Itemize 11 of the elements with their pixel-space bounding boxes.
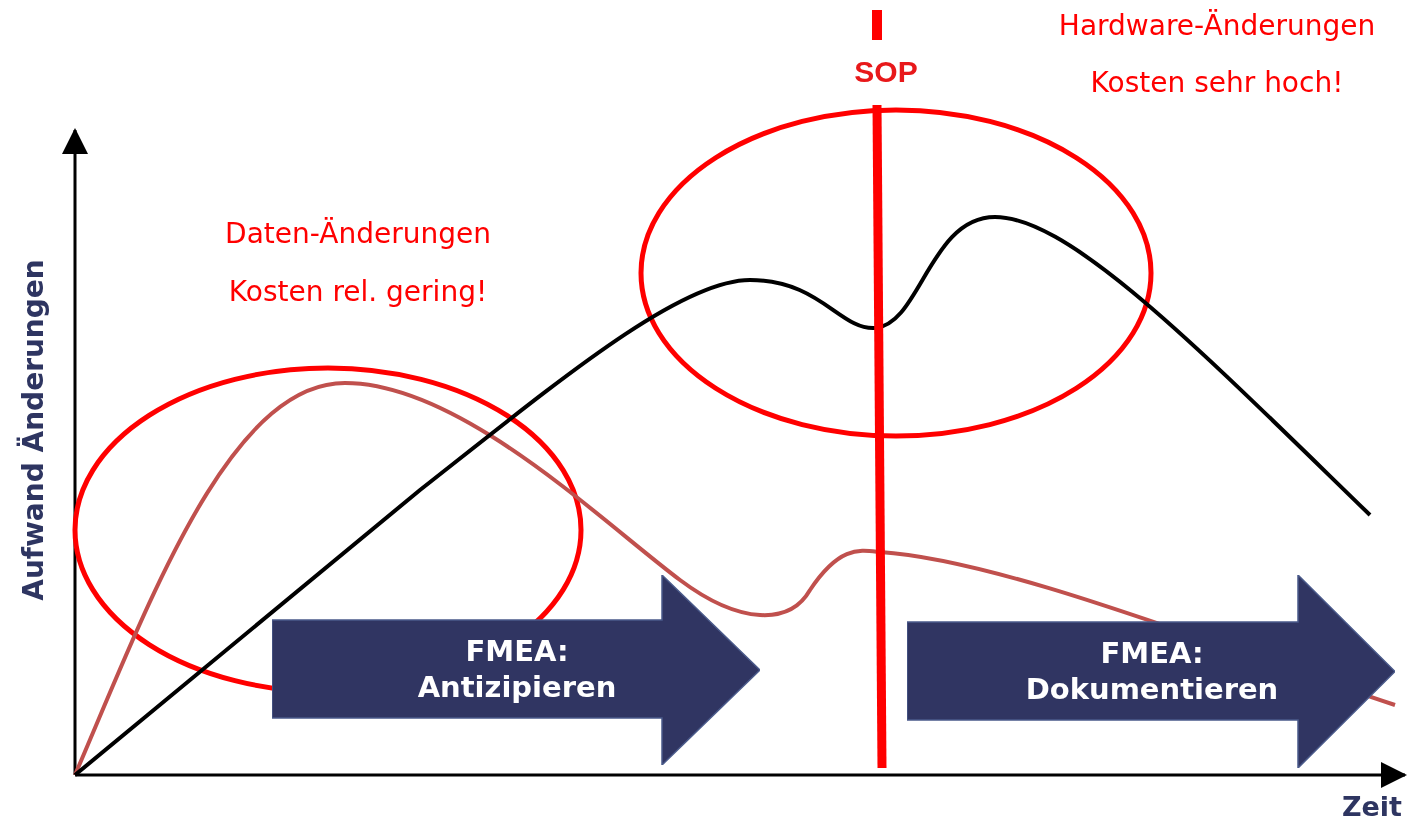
arrow-label: FMEA: Antizipieren: [416, 633, 618, 705]
axis-title: Zeit: [1341, 790, 1403, 822]
milestone-label: SOP: [854, 55, 918, 89]
block-arrow: [272, 575, 760, 765]
axis-title: Aufwand Änderungen: [16, 259, 50, 601]
block-arrow: [907, 575, 1395, 768]
arrow-label: FMEA: Dokumentieren: [1024, 635, 1280, 707]
annotation-text: Hardware-Änderungen: [1058, 8, 1376, 42]
annotation-text: Kosten sehr hoch!: [1090, 65, 1344, 99]
annotation-text: Daten-Änderungen: [225, 216, 491, 250]
annotation-text: Kosten rel. gering!: [228, 274, 488, 308]
